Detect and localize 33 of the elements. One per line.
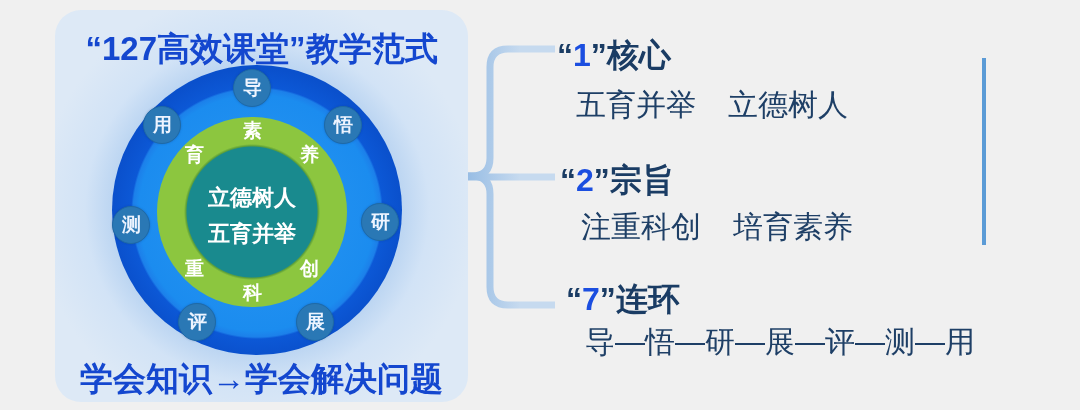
step-circle <box>233 69 271 107</box>
step-circle <box>112 206 150 244</box>
step-circle <box>361 203 399 241</box>
step-circle <box>296 303 334 341</box>
step-label: 测 <box>121 214 141 236</box>
step-label: 导 <box>242 77 262 99</box>
connector-line <box>468 172 555 309</box>
step-label: 研 <box>370 211 390 233</box>
heading-text: “7”连环 <box>566 280 680 319</box>
step-label: 展 <box>305 311 325 333</box>
body-text: 导—悟—研—展—评—测—用 <box>585 324 975 360</box>
step-label: 悟 <box>333 114 353 136</box>
ring-character: 创 <box>299 258 319 281</box>
panel-card <box>55 10 468 402</box>
center-text: 立德树人 <box>208 184 296 212</box>
body-text: 五育并举 立德树人 <box>576 87 849 123</box>
ring-character: 重 <box>185 258 205 281</box>
body-text: 注重科创 培育素养 <box>581 209 854 245</box>
heading-text: “127高效课堂”教学范式 <box>85 29 438 69</box>
step-circle <box>324 106 362 144</box>
connector-line <box>468 173 555 181</box>
summary-text: 学会知识→学会解决问题 <box>80 359 443 399</box>
ring-character: 育 <box>185 143 205 166</box>
step-circle <box>178 303 216 341</box>
ring-character: 养 <box>299 143 319 166</box>
ring-character: 科 <box>242 282 262 304</box>
heading-text: “2”宗旨 <box>560 161 674 200</box>
step-label: 用 <box>152 114 172 136</box>
center-text: 五育并举 <box>208 220 296 248</box>
step-circle <box>143 106 181 144</box>
step-label: 评 <box>187 311 207 333</box>
ring-character: 素 <box>242 120 262 142</box>
heading-text: “1”核心 <box>557 36 671 75</box>
